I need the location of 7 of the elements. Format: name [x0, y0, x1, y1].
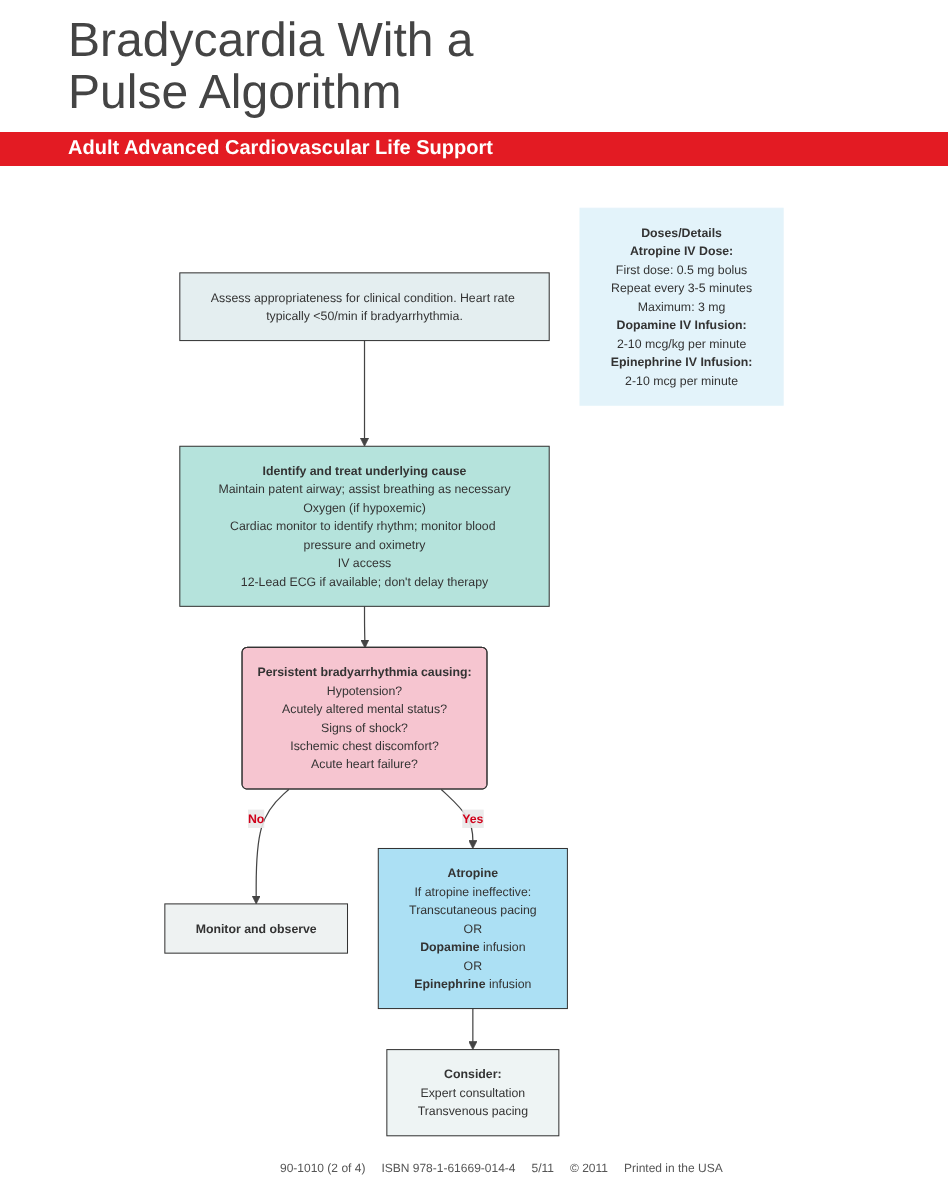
arrow: [468, 1007, 478, 1050]
title: Bradycardia With a Pulse Algorithm: [68, 16, 476, 120]
arrow: [360, 339, 370, 447]
arrow: [251, 788, 290, 905]
arrow: [440, 788, 478, 849]
banner-text: Adult Advanced Cardiovascular Life Support: [0, 132, 948, 166]
arrow: [360, 605, 370, 649]
